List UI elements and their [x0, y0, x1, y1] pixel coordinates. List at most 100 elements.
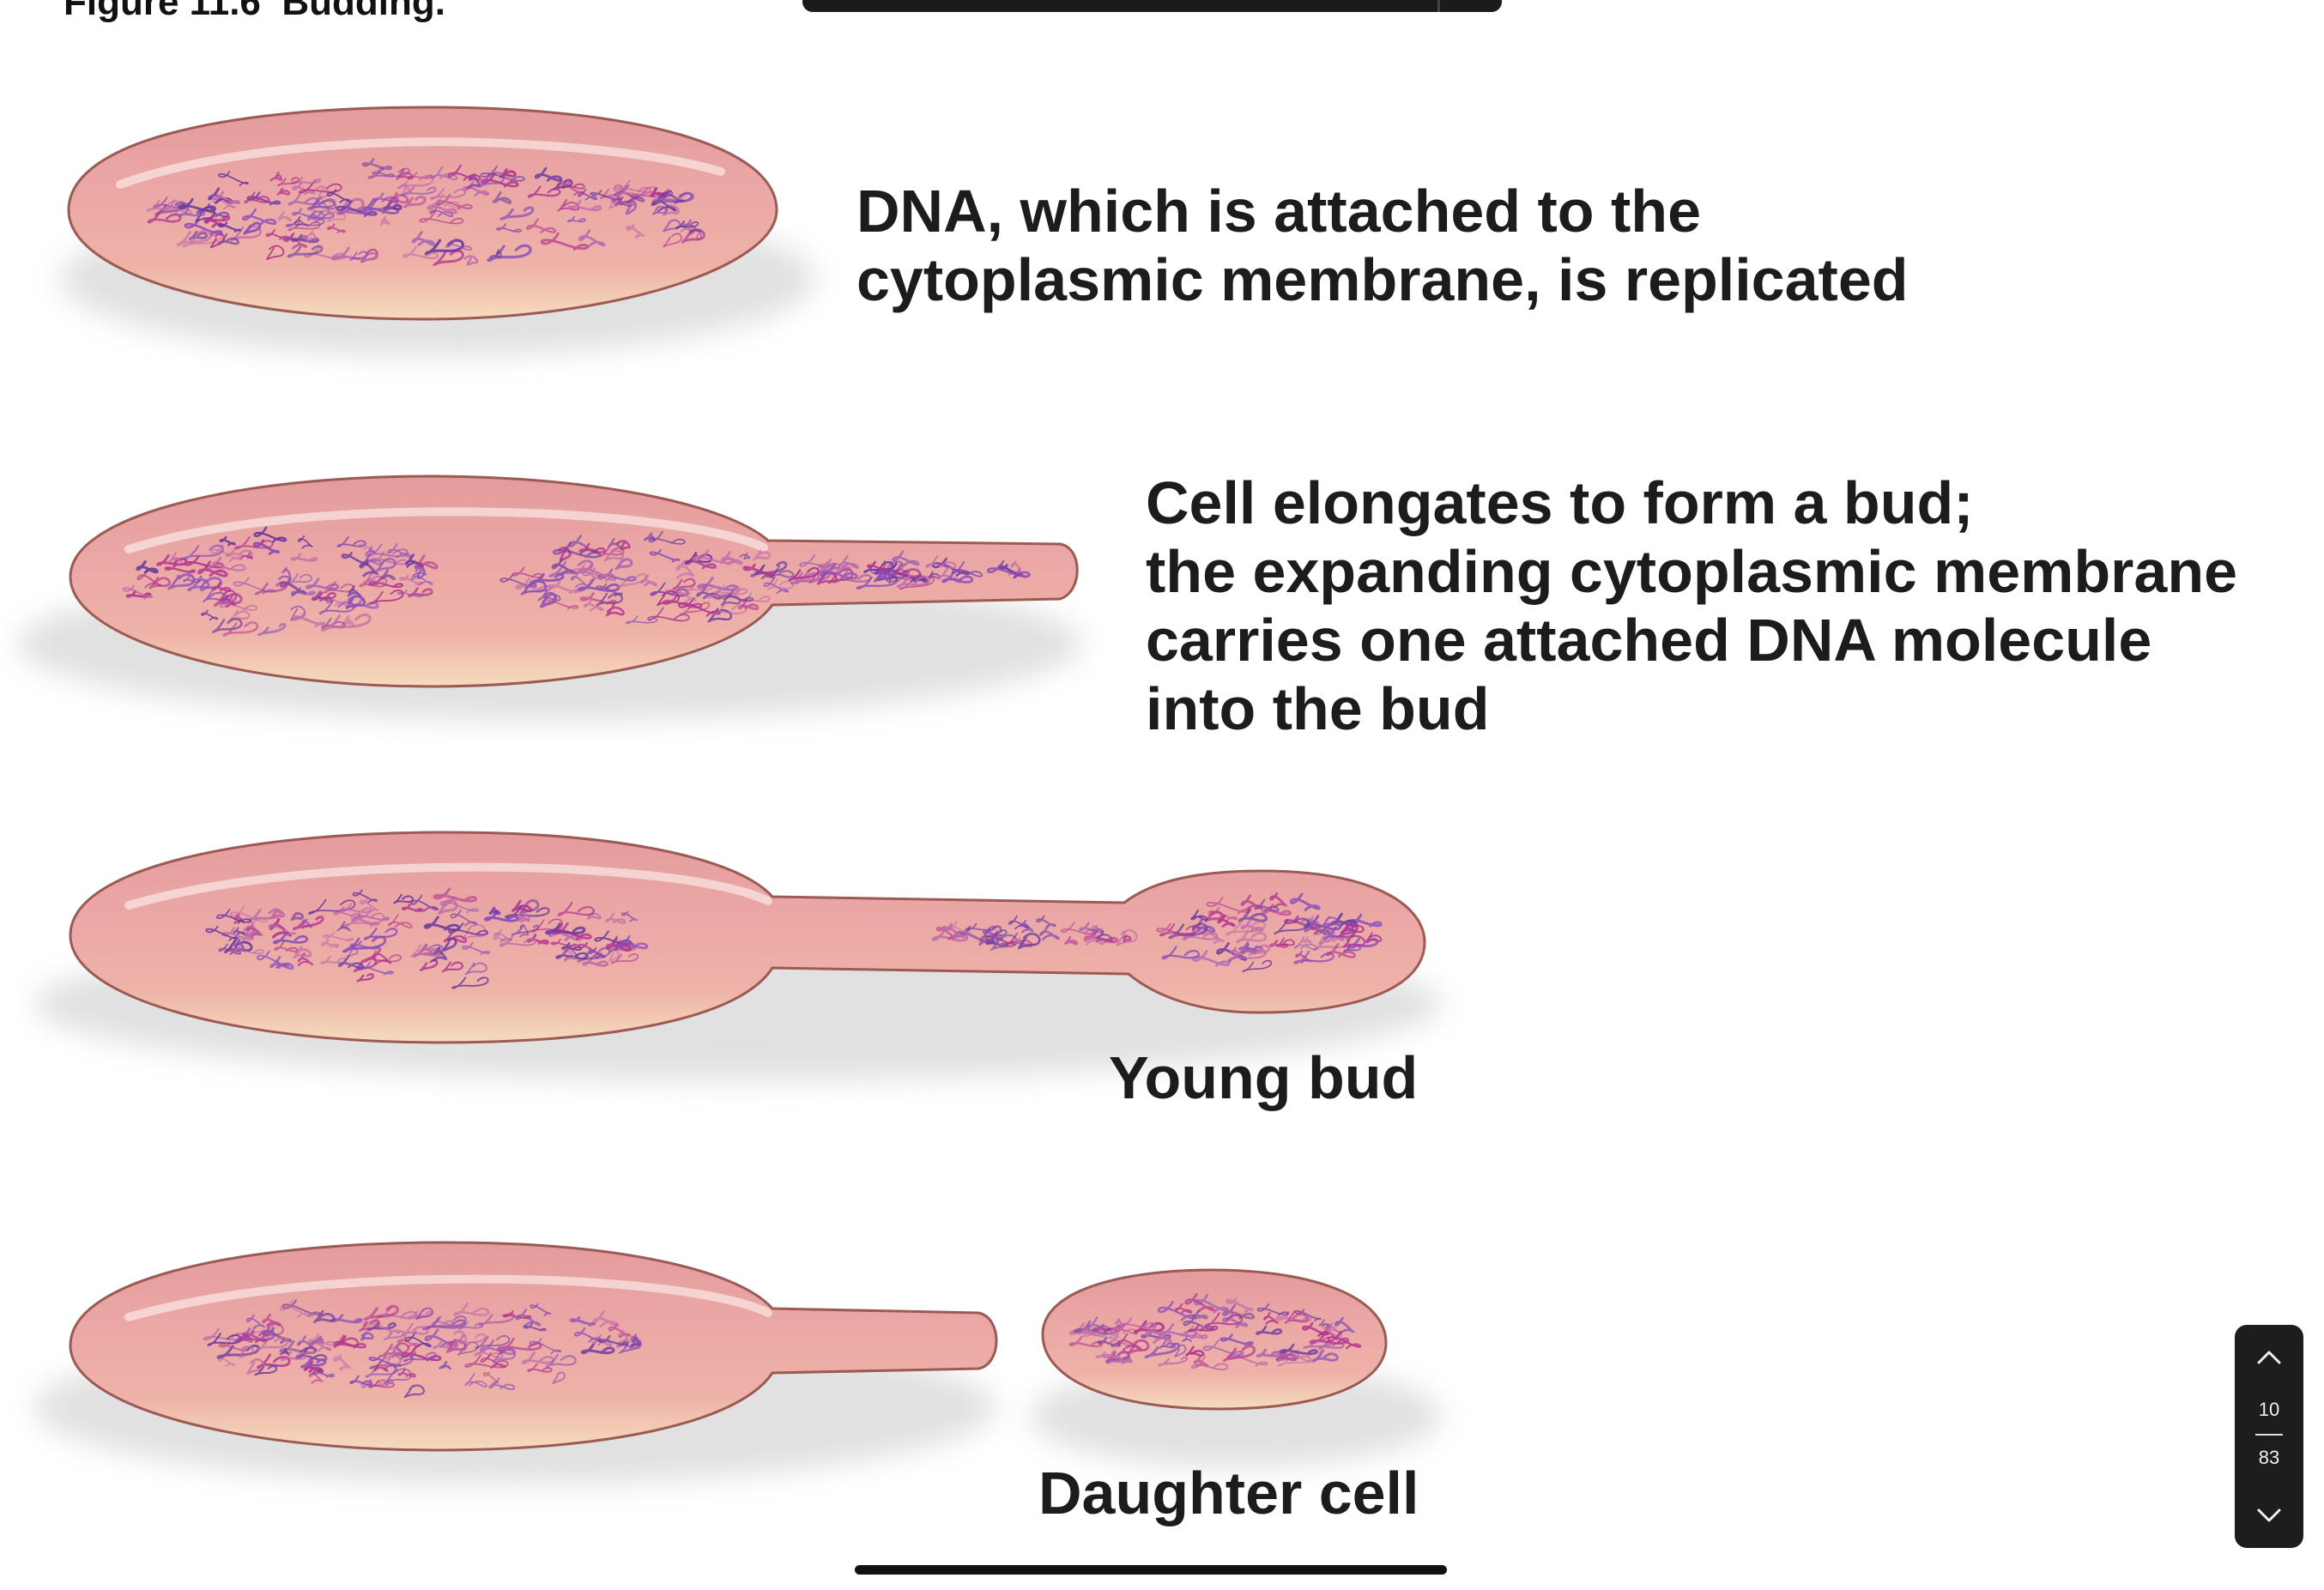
dna-strand-segment: [310, 196, 336, 211]
dna-strand-segment: [146, 199, 180, 212]
dna-strand-segment: [1110, 1318, 1124, 1333]
dna-strand-segment: [464, 1373, 487, 1387]
dna-strand-segment: [373, 1361, 389, 1372]
dna-strand-segment: [415, 1307, 433, 1321]
dna-strand-segment: [262, 1327, 293, 1345]
dna-strand-segment: [205, 925, 239, 941]
dna-strand-segment: [1343, 944, 1361, 952]
dna-strand-segment: [663, 203, 680, 216]
dna-strand-segment: [257, 623, 287, 637]
dna-strand-segment: [663, 233, 682, 248]
dna-strand-segment: [362, 1318, 400, 1335]
dna-strand-segment: [210, 544, 243, 562]
dna-strand-segment: [462, 941, 491, 956]
next-page-button[interactable]: [2235, 1491, 2303, 1539]
dna-strand-segment: [832, 570, 872, 583]
dna-strand-segment: [517, 912, 530, 923]
dna-strand-segment: [566, 200, 602, 212]
dna-strand-segment: [356, 973, 374, 982]
dna-strand-segment: [303, 1360, 324, 1374]
dna-strand-segment: [1256, 1326, 1283, 1335]
dna-strand-segment: [1236, 929, 1268, 944]
cell-highlight: [124, 507, 768, 553]
home-indicator[interactable]: [855, 1565, 1447, 1575]
dna-strand-segment: [403, 1384, 425, 1399]
dna-strand-segment: [320, 955, 347, 964]
dna-strand-segment: [402, 195, 427, 209]
dna-strand-segment: [1302, 936, 1312, 944]
toolbar-divider: [1437, 0, 1440, 12]
dna-strand-segment: [867, 561, 888, 572]
cell-stage-1: [60, 106, 815, 356]
dna-strand-segment: [1240, 919, 1264, 933]
dna-strand-segment: [343, 912, 385, 927]
dna-strand-segment: [197, 560, 228, 577]
dna-strand-segment: [625, 200, 638, 215]
dna-strand-segment: [578, 229, 606, 248]
dna-strand-segment: [396, 168, 414, 180]
dna-strand-segment: [663, 219, 681, 233]
dna-strand-segment: [617, 934, 649, 950]
dna-strand-segment: [443, 929, 468, 943]
dna-strand-segment: [178, 197, 216, 212]
dna-strand-segment: [1222, 1303, 1256, 1320]
dna-strand-segment: [396, 589, 424, 598]
dna-strand-segment: [738, 598, 760, 611]
dna-strand-segment: [578, 542, 606, 553]
dna-strand-segment: [604, 548, 624, 562]
dna-strand-segment: [685, 551, 713, 565]
dna-strand-segment: [323, 581, 355, 594]
dna-strand-segment: [1116, 929, 1138, 946]
dna-strand-segment: [1078, 922, 1104, 934]
dna-strand-segment: [218, 1341, 249, 1353]
dna-strand-segment: [363, 1304, 399, 1321]
dna-strand-segment: [1256, 1348, 1281, 1358]
dna-strand-segment: [1311, 1349, 1339, 1363]
dna-strand-segment: [435, 194, 473, 210]
dna-strand-segment: [233, 927, 245, 935]
dna-strand-segment: [122, 584, 154, 600]
dna-strand-segment: [307, 1333, 336, 1347]
dna-strand-segment: [293, 946, 312, 959]
dna-strand-segment: [244, 191, 270, 204]
dna-strand-segment: [384, 1330, 405, 1340]
dna-strand-segment: [336, 200, 378, 217]
dna-strand-segment: [608, 537, 621, 548]
dna-strand-segment: [589, 947, 606, 959]
dna-strand-segment: [1036, 915, 1056, 928]
dna-strand-segment: [1263, 1311, 1279, 1325]
dna-strand-segment: [464, 962, 487, 976]
dna-strand-segment: [1256, 1303, 1289, 1316]
dna-strand-segment: [550, 938, 578, 947]
dna-strand-segment: [577, 577, 620, 592]
dna-strand-segment: [675, 221, 699, 229]
dna-strand-segment: [574, 1327, 602, 1343]
dna-strand-segment: [257, 950, 290, 969]
dna-strand-segment: [387, 914, 413, 928]
dna-strand-segment: [1182, 1334, 1192, 1343]
dna-strand-segment: [254, 1365, 277, 1376]
dna-strand-segment: [608, 1323, 632, 1339]
dna-strand-segment: [396, 1334, 421, 1348]
dna-strand-segment: [441, 961, 463, 973]
dna-strand-segment: [240, 552, 253, 559]
dna-strand-segment: [356, 961, 394, 976]
dna-strand-segment: [369, 551, 409, 565]
dna-strand-segment: [527, 1363, 553, 1373]
dna-strand-segment: [838, 554, 859, 569]
dna-strand-segment: [299, 179, 342, 194]
dna-strand-segment: [1293, 936, 1318, 951]
dna-strand-segment: [820, 563, 858, 580]
dna-strand-segment: [1223, 1345, 1256, 1362]
current-page-number: 10: [2258, 1399, 2280, 1420]
previous-page-button[interactable]: [2235, 1333, 2303, 1381]
dna-strand-segment: [1083, 1327, 1120, 1339]
dna-strand-segment: [281, 1351, 308, 1362]
dna-strand-segment: [349, 940, 381, 950]
dna-strand-segment: [1302, 1321, 1329, 1337]
dna-strand-segment: [896, 574, 930, 589]
dna-strand-segment: [1144, 1342, 1180, 1358]
dna-strand-segment: [219, 536, 236, 547]
daughter-cell: [1041, 1268, 1388, 1411]
dna-strand-segment: [1289, 892, 1321, 911]
